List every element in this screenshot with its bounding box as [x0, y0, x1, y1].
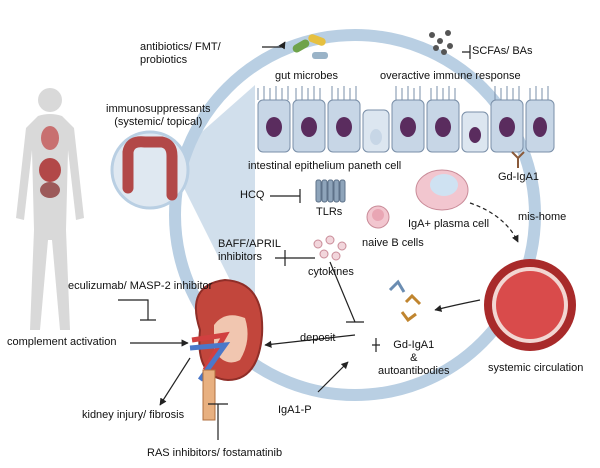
label-complement-activation: complement activation: [7, 336, 117, 348]
immune-response-dots-icon: [429, 30, 453, 55]
label-intestinal-epithelium: intestinal epithelium: [248, 160, 345, 172]
label-gd-iga1-top: Gd-IgA1: [498, 171, 539, 183]
label-gd-iga1-autoantibodies: Gd-IgA1 & autoantibodies: [378, 339, 450, 377]
label-eculizumab: eculizumab/ MASP-2 inhibitor: [68, 280, 213, 292]
label-deposit: deposit: [300, 332, 336, 344]
label-gut-microbes: gut microbes: [275, 70, 338, 82]
iga-plasma-cell-icon: [415, 169, 469, 211]
cytokines-icon: [313, 235, 347, 261]
label-paneth-cell: paneth cell: [348, 160, 402, 172]
intestinal-epithelium: [257, 86, 555, 153]
blood-vessel-icon: [484, 259, 576, 351]
tlr-receptor-icon: [315, 179, 346, 203]
label-mis-home: mis-home: [518, 211, 567, 223]
label-kidney-injury: kidney injury/ fibrosis: [82, 409, 185, 421]
gd-iga1-molecule-icon: [511, 151, 525, 168]
label-overactive-immune-response: overactive immune response: [380, 70, 521, 82]
naive-b-cell-icon: [366, 205, 390, 229]
label-iga-plasma-cell: IgA+ plasma cell: [408, 218, 490, 230]
human-body-figure: [16, 88, 84, 330]
pathway-lines: [118, 41, 519, 440]
label-baff-april: BAFF/APRIL inhibitors: [218, 238, 281, 263]
label-antibiotics: antibiotics/ FMT/ probiotics: [140, 41, 221, 66]
label-tlrs: TLRs: [316, 206, 343, 218]
magnified-view-circle: [169, 29, 541, 401]
label-immunosuppressants: immunosuppressants (systemic/ topical): [106, 103, 211, 128]
label-iga1-p: IgA1-P: [278, 404, 312, 416]
label-scfas: SCFAs/ BAs: [472, 45, 533, 57]
label-hcq: HCQ: [240, 189, 265, 201]
kidney-icon: [189, 278, 264, 421]
gut-microbes-icon: [292, 34, 328, 59]
label-systemic-circulation: systemic circulation: [488, 362, 584, 374]
label-cytokines: cytokines: [308, 266, 354, 278]
label-ras-inhibitors: RAS inhibitors/ fostamatinib: [147, 447, 283, 459]
autoantibody-complex-icon: [388, 279, 422, 323]
label-naive-b-cells: naive B cells: [362, 237, 424, 249]
colon-illustration: [122, 136, 178, 201]
